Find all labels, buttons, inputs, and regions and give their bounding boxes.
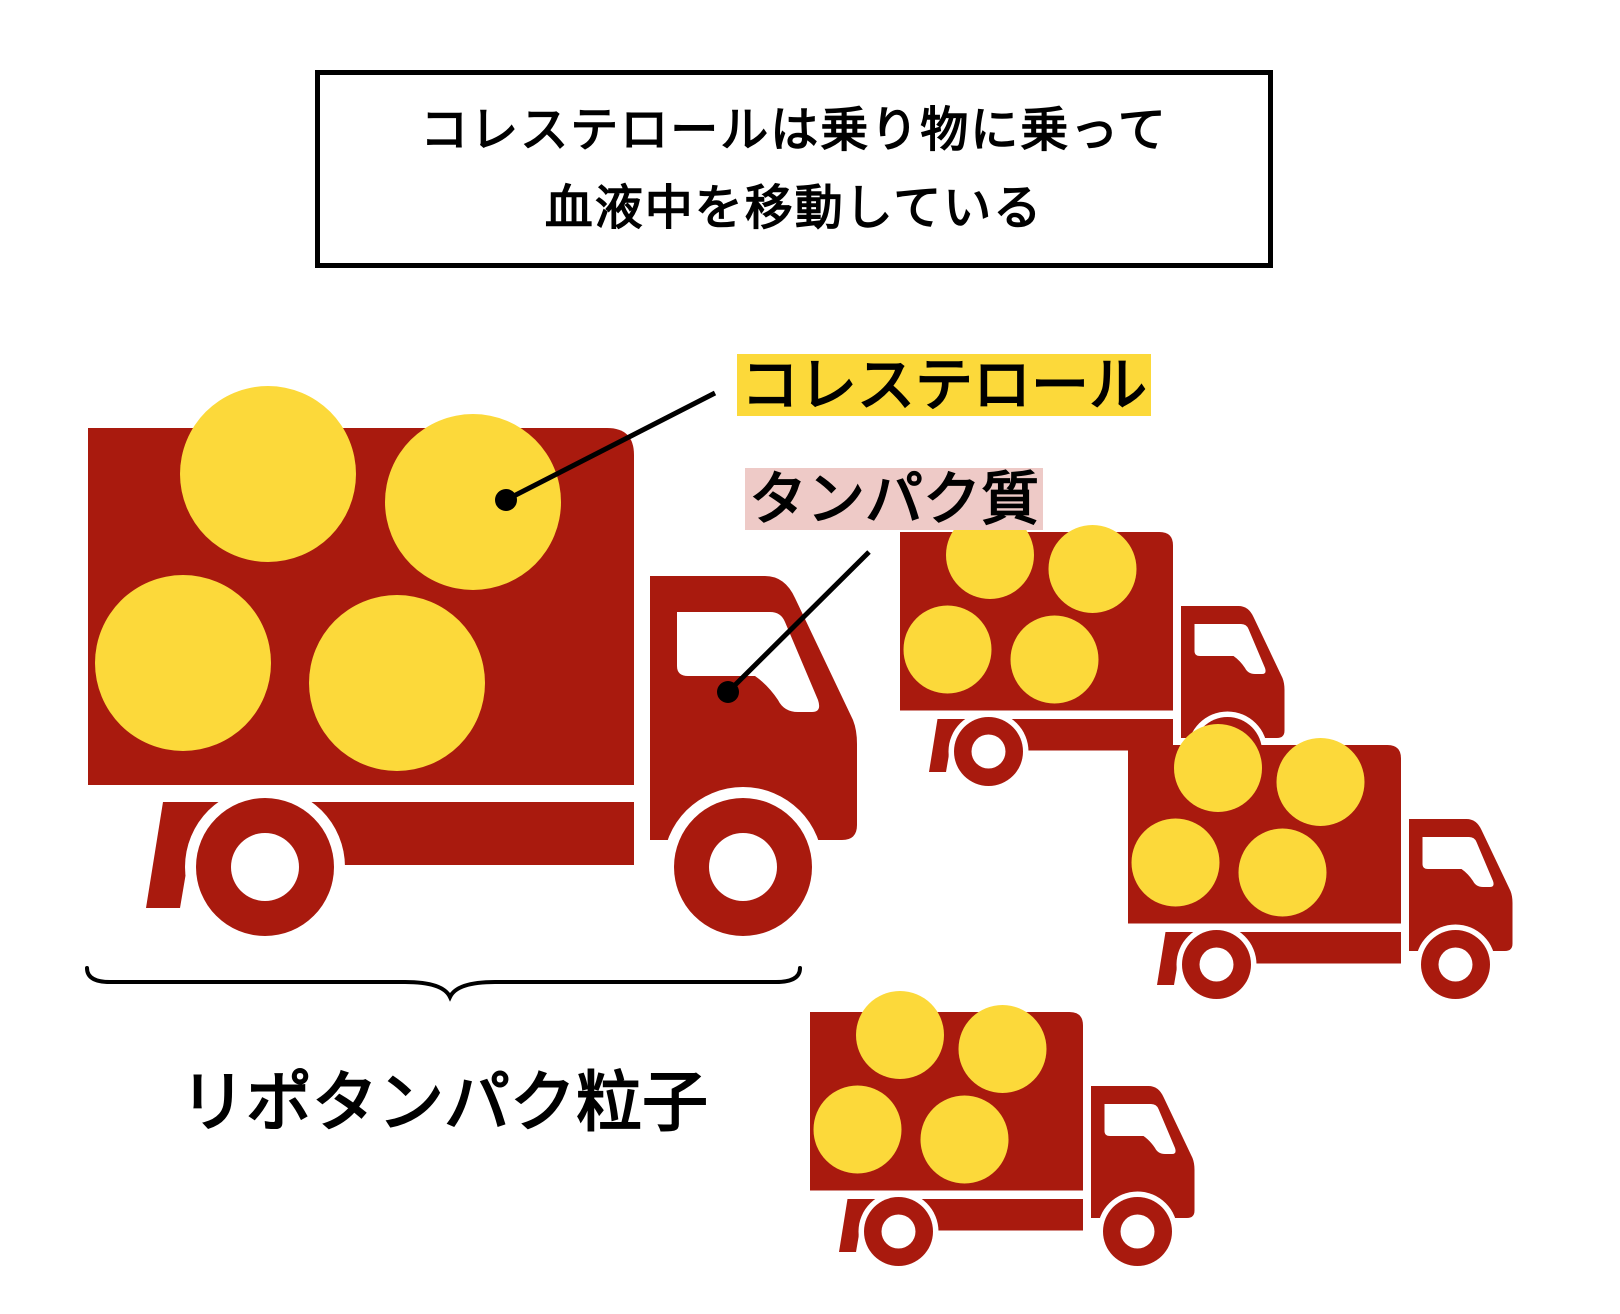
cholesterol-ball-icon bbox=[95, 386, 561, 771]
curly-brace-icon bbox=[85, 966, 802, 1002]
pointer-line-icon bbox=[495, 390, 717, 511]
title-line-1: コレステロールは乗り物に乗って bbox=[420, 102, 1168, 158]
title-line-2: 血液中を移動している bbox=[544, 180, 1044, 236]
main-truck-icon bbox=[88, 386, 857, 947]
title-box: コレステロールは乗り物に乗って 血液中を移動している bbox=[315, 70, 1273, 268]
cholesterol-label: コレステロール bbox=[737, 354, 1152, 416]
truck-icon bbox=[810, 991, 1195, 1272]
protein-label: タンパク質 bbox=[745, 468, 1044, 530]
lipoprotein-label: リポタンパク粒子 bbox=[180, 1064, 708, 1141]
pointer-line-icon bbox=[717, 550, 871, 703]
truck-icon bbox=[1128, 724, 1513, 1005]
